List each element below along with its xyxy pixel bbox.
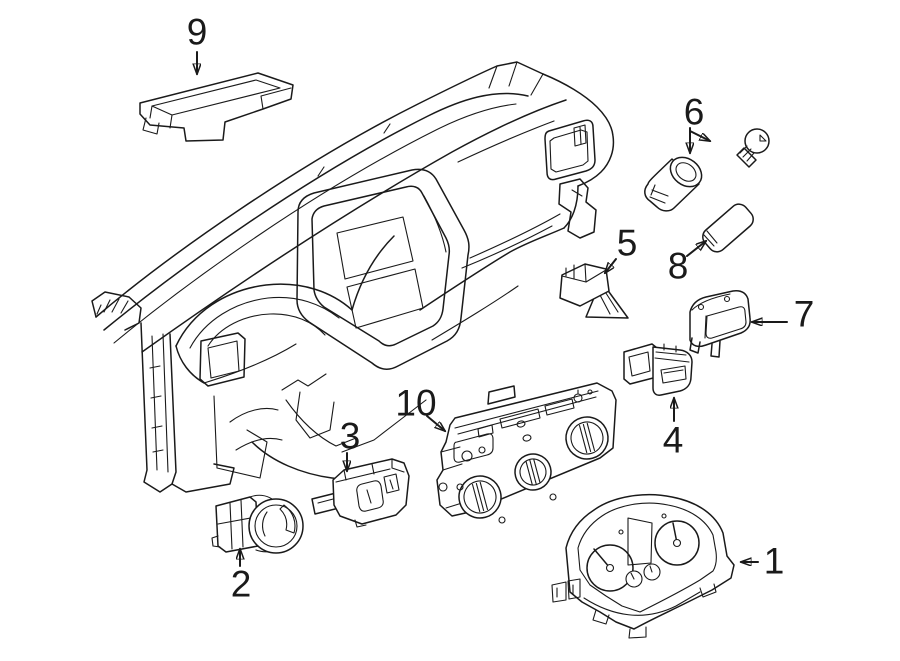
callout-1: 1 xyxy=(741,541,784,582)
part-2-headlight-switch xyxy=(211,494,304,554)
part-9-storage-tray xyxy=(139,72,294,142)
callout-7: 7 xyxy=(752,294,814,335)
callout-arrow xyxy=(686,241,706,257)
callout-arrow xyxy=(689,130,710,142)
callout-number: 3 xyxy=(340,416,361,457)
callout-number: 8 xyxy=(668,246,689,287)
callout-10: 10 xyxy=(395,383,445,432)
part-7-switch-cover xyxy=(689,290,751,358)
callouts-layer: 1 2 3 4 5 6 7 8 9 10 xyxy=(187,12,815,605)
callout-6: 6 xyxy=(684,92,710,154)
callout-arrow xyxy=(426,415,445,431)
callout-number: 2 xyxy=(231,564,252,605)
callout-number: 7 xyxy=(794,294,815,335)
callout-arrow xyxy=(605,258,617,273)
callout-number: 5 xyxy=(617,223,638,264)
part-1-instrument-cluster xyxy=(551,493,735,639)
part-8-element xyxy=(702,203,754,253)
part-4-switch xyxy=(623,343,693,396)
callout-number: 9 xyxy=(187,12,208,53)
callout-2: 2 xyxy=(231,549,252,605)
callout-number: 6 xyxy=(684,92,705,133)
callout-4: 4 xyxy=(663,398,684,461)
callout-number: 1 xyxy=(764,541,785,582)
callout-5: 5 xyxy=(605,223,637,274)
callout-number: 4 xyxy=(663,420,684,461)
callout-9: 9 xyxy=(187,12,208,75)
part-6-socket-and-bulb xyxy=(644,128,770,212)
callout-8: 8 xyxy=(668,241,706,287)
part-3-switch xyxy=(311,458,410,528)
part-10-climate-control xyxy=(436,382,617,524)
dashboard-panel-outline xyxy=(91,61,615,493)
callout-3: 3 xyxy=(340,416,361,472)
callout-number: 10 xyxy=(395,383,436,424)
part-5-switch xyxy=(559,263,629,319)
